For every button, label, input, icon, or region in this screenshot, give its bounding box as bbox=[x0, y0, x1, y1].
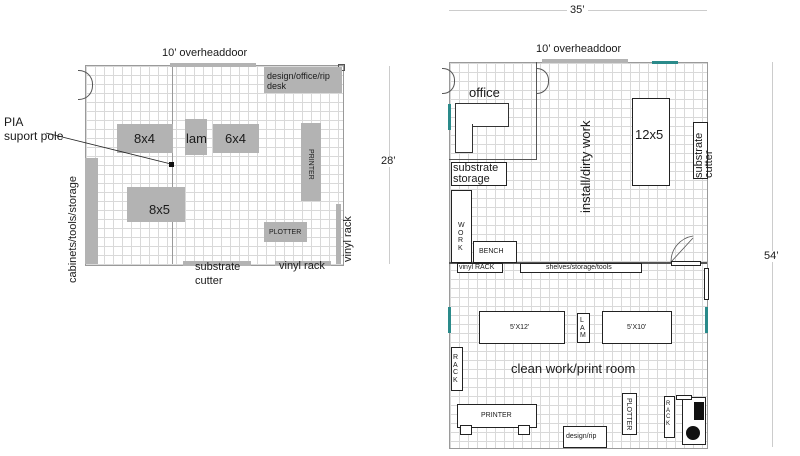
left-substrate-cutter bbox=[183, 261, 251, 266]
right-office-desk bbox=[455, 103, 509, 127]
right-office-label: office bbox=[469, 85, 500, 100]
left-lam-label: lam bbox=[186, 131, 207, 146]
left-cabinets bbox=[85, 158, 98, 264]
left-table-6x4 bbox=[213, 124, 259, 153]
left-plotter bbox=[264, 222, 307, 242]
left-table-8x5-label: 8x5 bbox=[149, 202, 170, 217]
left-dim-28: 28’ bbox=[381, 155, 396, 167]
left-floor-plan bbox=[85, 65, 344, 266]
right-printer-base2 bbox=[518, 425, 530, 435]
right-window-left-1 bbox=[448, 104, 451, 130]
right-printer-label: PRINTER bbox=[481, 412, 512, 419]
left-vinyl-rack-bottom-label: vinyl rack bbox=[279, 260, 325, 272]
right-lam-label: L A M bbox=[580, 317, 586, 340]
right-bench bbox=[473, 241, 517, 263]
right-work-label: W O R K bbox=[458, 222, 465, 253]
right-rack-left-label: R A C K bbox=[453, 354, 459, 385]
right-window-left-2 bbox=[448, 307, 451, 333]
right-overhead-door bbox=[542, 59, 628, 63]
right-table-12x5 bbox=[632, 98, 670, 186]
right-rack-right bbox=[664, 396, 675, 438]
right-office-desk-leg bbox=[455, 124, 473, 153]
right-dim-35: 35’ bbox=[567, 5, 588, 16]
right-dim-54: 54’ bbox=[764, 250, 779, 262]
right-bench-label: BENCH bbox=[479, 248, 504, 255]
right-table-5x10-label: 5’X10’ bbox=[627, 324, 647, 331]
right-window-top bbox=[652, 61, 678, 64]
right-clean-room-label: clean work/print room bbox=[511, 361, 636, 376]
right-shelves bbox=[520, 263, 642, 273]
right-substrate-cutter bbox=[693, 122, 708, 179]
right-window-right bbox=[705, 307, 708, 333]
left-printer bbox=[301, 123, 321, 201]
left-table-8x5 bbox=[127, 187, 185, 222]
right-door-threshold bbox=[671, 261, 701, 266]
right-substrate-storage bbox=[451, 162, 507, 186]
right-design-rip-label: design/rip bbox=[566, 433, 597, 440]
right-printer-base bbox=[460, 425, 472, 435]
right-plotter-label: PLOTTER bbox=[625, 398, 632, 431]
right-wall-door-bottom bbox=[676, 395, 692, 400]
left-substrate-cutter-label: substrate cutter bbox=[195, 261, 241, 287]
right-printer bbox=[457, 404, 537, 428]
right-plotter bbox=[622, 393, 637, 435]
right-work-bench bbox=[451, 190, 472, 263]
left-vinyl-rack-bottom bbox=[275, 261, 331, 266]
right-side-door bbox=[704, 268, 709, 300]
right-table-5x10 bbox=[602, 311, 672, 344]
left-pole-marker bbox=[169, 162, 174, 167]
right-vinyl-rack bbox=[457, 263, 503, 273]
right-rack-right-label: R A C K bbox=[666, 401, 671, 427]
left-plotter-label: PLOTTER bbox=[269, 229, 302, 236]
left-vinyl-rack-side bbox=[336, 204, 341, 264]
left-desk bbox=[264, 67, 342, 93]
right-vinyl-rack-label: vinyl RACK bbox=[459, 264, 495, 271]
right-toilet-icon bbox=[686, 426, 700, 440]
right-office bbox=[449, 62, 537, 160]
right-rack-left bbox=[451, 347, 463, 391]
left-table-8x4 bbox=[117, 124, 173, 153]
right-table-5x12 bbox=[479, 311, 565, 344]
right-table-12x5-label: 12x5 bbox=[635, 127, 664, 142]
right-title: 10’ overheaddoor bbox=[536, 43, 622, 55]
right-lam bbox=[577, 313, 590, 343]
left-table-6x4-label: 6x4 bbox=[225, 131, 246, 146]
left-pole-label: PIA suport pole bbox=[4, 115, 64, 143]
left-overhead-door bbox=[170, 63, 256, 67]
right-substrate-storage-label: substrate storage bbox=[453, 162, 499, 185]
left-table-8x4-label: 8x4 bbox=[134, 131, 155, 146]
left-desk-label: design/office/rip desk bbox=[267, 71, 330, 92]
right-design-rip bbox=[563, 426, 607, 448]
right-table-5x12-label: 5’X12’ bbox=[510, 324, 530, 331]
right-tank-icon bbox=[694, 402, 704, 420]
left-lam bbox=[185, 119, 207, 155]
left-title: 10’ overheaddoor bbox=[162, 47, 248, 59]
right-shelves-label: shelves/storage/tools bbox=[546, 264, 612, 271]
